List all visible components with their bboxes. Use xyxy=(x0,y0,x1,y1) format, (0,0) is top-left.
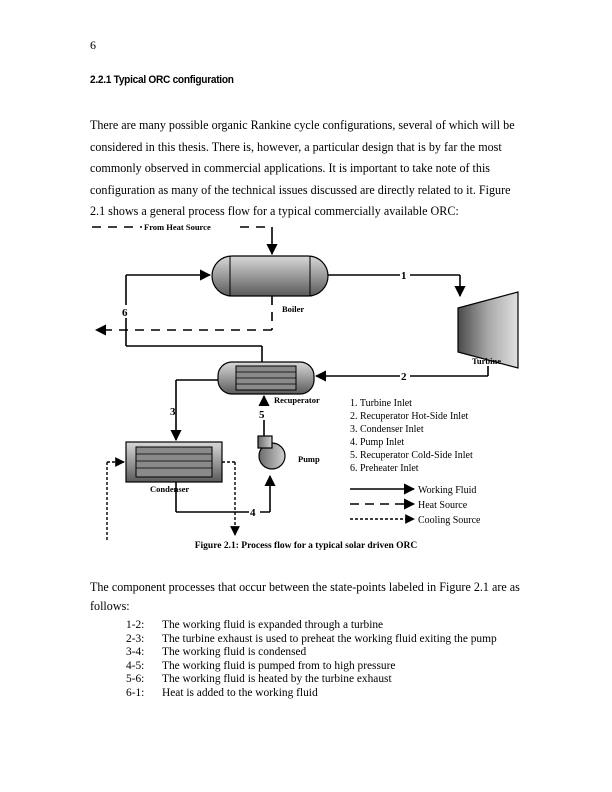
state-point-legend: 1. Turbine Inlet 2. Recuperator Hot-Side… xyxy=(350,398,473,474)
state-point-5: 5 xyxy=(259,409,265,421)
state-point-4: 4 xyxy=(250,507,256,519)
cooling-source-legend-label: Cooling Source xyxy=(418,515,481,526)
process-id: 6-1: xyxy=(126,686,145,699)
paragraph-line: considered in this thesis. There is, how… xyxy=(90,139,502,154)
process-id: 1-2: xyxy=(126,619,145,631)
condenser-label: Condenser xyxy=(150,484,189,494)
process-description: The working fluid is heated by the turbi… xyxy=(162,673,392,686)
condenser xyxy=(125,441,223,483)
orc-process-flow-diagram: From Heat Source Boiler 1 Turbine 2 xyxy=(92,222,519,540)
process-id: 2-3: xyxy=(126,632,145,645)
legend-item: 5. Recuperator Cold-Side Inlet xyxy=(350,450,473,461)
paragraph-line: commonly observed in commercial applicat… xyxy=(90,161,491,175)
intro-paragraph: There are many possible organic Rankine … xyxy=(90,115,526,223)
heat-source-legend-label: Heat Source xyxy=(418,500,468,511)
line-type-legend: Working Fluid Heat Source Cooling Source xyxy=(350,483,481,526)
process-row: 3-4: The working fluid is condensed xyxy=(126,646,497,660)
boiler-label: Boiler xyxy=(282,304,304,314)
state-label-bg xyxy=(258,406,270,420)
paragraph-line: follows: xyxy=(90,599,130,613)
process-description: The turbine exhaust is used to preheat t… xyxy=(162,632,497,645)
state-point-1: 1 xyxy=(401,270,407,282)
process-row: 6-1: Heat is added to the working fluid xyxy=(126,687,497,701)
process-row: 4-5: The working fluid is pumped from to… xyxy=(126,660,497,674)
state-point-6: 6 xyxy=(122,307,128,319)
turbine-label: Turbine xyxy=(472,356,501,366)
paragraph-line: configuration as many of the technical i… xyxy=(90,182,511,197)
legend-item: 4. Pump Inlet xyxy=(350,437,404,448)
state-label-bg xyxy=(249,505,260,518)
process-id: 5-6: xyxy=(126,673,145,686)
legend-item: 2. Recuperator Hot-Side Inlet xyxy=(350,411,469,422)
process-description: The working fluid is expanded through a … xyxy=(162,619,384,631)
paragraph-line: 2.1 shows a general process flow for a t… xyxy=(90,204,459,218)
pump-label: Pump xyxy=(298,454,320,464)
recuperator-label: Recuperator xyxy=(274,395,320,405)
boiler xyxy=(211,255,329,297)
legend-item: 1. Turbine Inlet xyxy=(350,398,412,409)
section-heading: 2.2.1 Typical ORC configuration xyxy=(90,74,234,86)
page-number: 6 xyxy=(90,38,96,52)
state-point-2: 2 xyxy=(401,371,407,383)
process-description: Heat is added to the working fluid xyxy=(162,686,318,699)
state-label-bg xyxy=(400,269,410,281)
pump xyxy=(257,435,286,470)
process-id: 3-4: xyxy=(126,646,145,659)
process-list: 1-2: The working fluid is expanded throu… xyxy=(126,619,497,701)
turbine xyxy=(457,291,519,369)
state-point-3: 3 xyxy=(170,406,176,418)
process-row: 1-2: The working fluid is expanded throu… xyxy=(126,619,497,633)
paragraph-line: The component processes that occur betwe… xyxy=(90,580,520,594)
from-heat-source-label: From Heat Source xyxy=(144,222,211,232)
legend-item: 3. Condenser Inlet xyxy=(350,424,424,435)
process-row: 5-6: The working fluid is heated by the … xyxy=(126,673,497,687)
state-label-bg xyxy=(400,370,410,382)
working-fluid-legend-label: Working Fluid xyxy=(418,485,476,496)
state-label-bg xyxy=(121,305,132,318)
process-row: 2-3: The turbine exhaust is used to preh… xyxy=(126,633,497,647)
process-description: The working fluid is condensed xyxy=(162,646,307,659)
process-id: 4-5: xyxy=(126,659,145,672)
process-intro-paragraph: The component processes that occur betwe… xyxy=(90,578,530,616)
legend-item: 6. Preheater Inlet xyxy=(350,463,419,474)
process-description: The working fluid is pumped from to high… xyxy=(162,659,396,672)
figure-caption: Figure 2.1: Process flow for a typical s… xyxy=(194,541,418,551)
recuperator xyxy=(217,361,315,395)
paragraph-line: There are many possible organic Rankine … xyxy=(90,118,515,132)
